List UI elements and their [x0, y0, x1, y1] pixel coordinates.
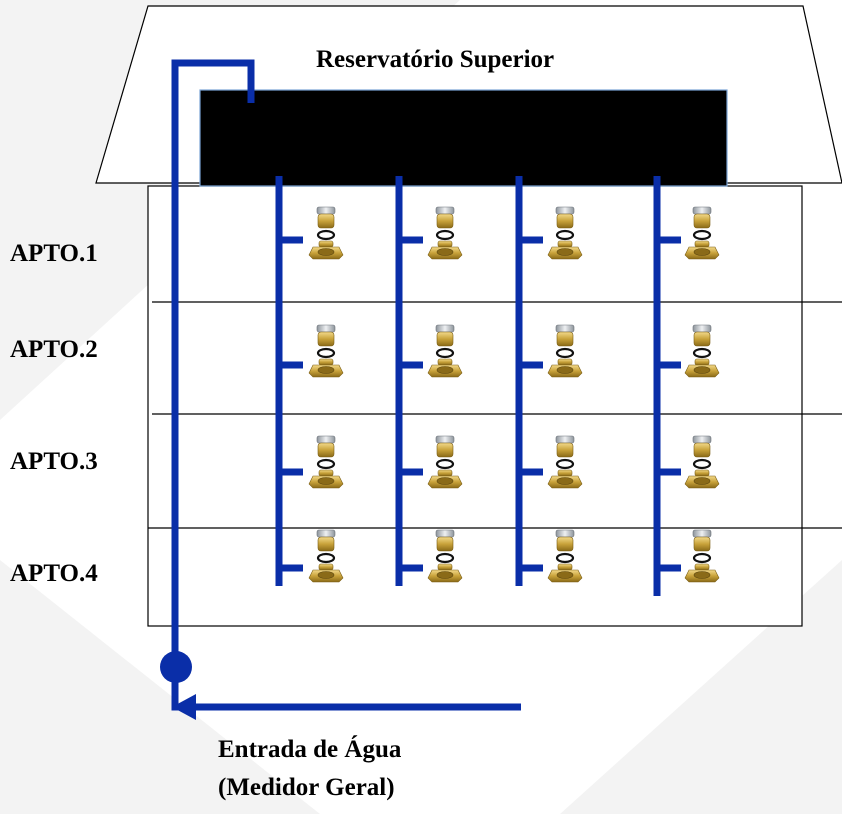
building-body: [147, 185, 803, 627]
apartment-label-3: APTO.3: [10, 448, 98, 475]
water-inlet-node-icon: [160, 651, 192, 683]
floor-separators: [148, 301, 842, 529]
general-meter-label: (Medidor Geral): [218, 774, 395, 801]
upper-reservoir-tank: [199, 89, 728, 187]
reservoir-title: Reservatório Superior: [316, 46, 555, 73]
water-inlet-label: Entrada de Água: [218, 736, 402, 763]
riser-columns: [275, 176, 721, 596]
apartment-label-1: APTO.1: [10, 240, 98, 267]
apartment-label-2: APTO.2: [10, 336, 98, 363]
flow-arrow-icon: [172, 694, 196, 720]
apartment-label-4: APTO.4: [10, 560, 98, 587]
